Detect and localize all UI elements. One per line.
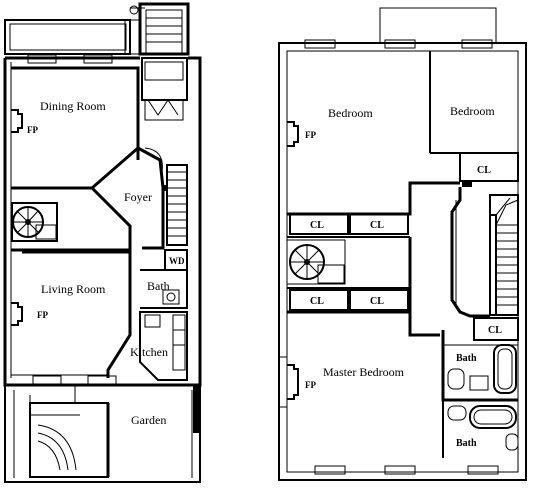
label-kitchen: Kitchen [130,345,168,359]
label-cl-4: CL [370,296,384,307]
upper-floor-plan: Bedroom FP Bedroom CL CL CL CL CL CL Mas… [278,7,527,481]
window [314,465,346,475]
window [32,375,62,385]
bedroom-fireplace [287,121,299,147]
window [461,39,493,49]
window [467,465,499,475]
window [304,39,336,49]
label-living-room: Living Room [41,282,106,296]
window [384,39,416,49]
closet-right [473,317,519,341]
label-bath-1: Bath [456,353,477,364]
closet-top-right [459,152,519,182]
closet-1 [289,213,349,235]
garden-boundary [4,385,201,483]
label-dining-room: Dining Room [40,99,106,113]
closet-2 [349,213,409,235]
label-fp-dining: FP [27,125,38,135]
label-fp-master: FP [305,380,316,390]
label-cl-3: CL [310,296,324,307]
upper-outer-wall [278,42,527,481]
window [27,54,57,64]
window [87,375,117,385]
label-garden: Garden [131,413,166,427]
roof-bay [379,7,497,44]
label-cl-top-right: CL [477,165,491,176]
window [384,465,416,475]
front-stair [138,2,190,56]
closet-4 [349,289,409,311]
dining-fireplace [11,109,23,133]
bathtub-2 [469,405,517,429]
label-foyer: Foyer [124,190,152,204]
label-bedroom-left: Bedroom [328,106,373,120]
garden-stair [29,395,110,478]
label-cl-1: CL [310,220,324,231]
label-wd: WD [169,256,185,266]
label-cl-2: CL [370,220,384,231]
master-fireplace [287,364,299,400]
label-fp-living: FP [37,310,48,320]
spiral-stair-upper [286,239,346,285]
upper-stair [489,194,519,316]
label-bedroom-right: Bedroom [450,104,495,118]
ground-floor-plan: Dining Room FP Foyer Living Room FP WD B… [3,2,202,483]
label-master-bedroom: Master Bedroom [323,365,405,379]
window [83,54,113,64]
spiral-stair-ground [11,202,58,242]
closet-3 [289,289,349,311]
interior-stair [166,164,188,246]
bathtub-1 [493,344,517,394]
living-fireplace [11,302,23,326]
label-bath-2: Bath [456,438,477,449]
front-terrace [4,5,145,55]
label-cl-right: CL [488,325,502,336]
label-bath-ground: Bath [147,279,170,293]
label-fp-bedroom: FP [305,130,316,140]
